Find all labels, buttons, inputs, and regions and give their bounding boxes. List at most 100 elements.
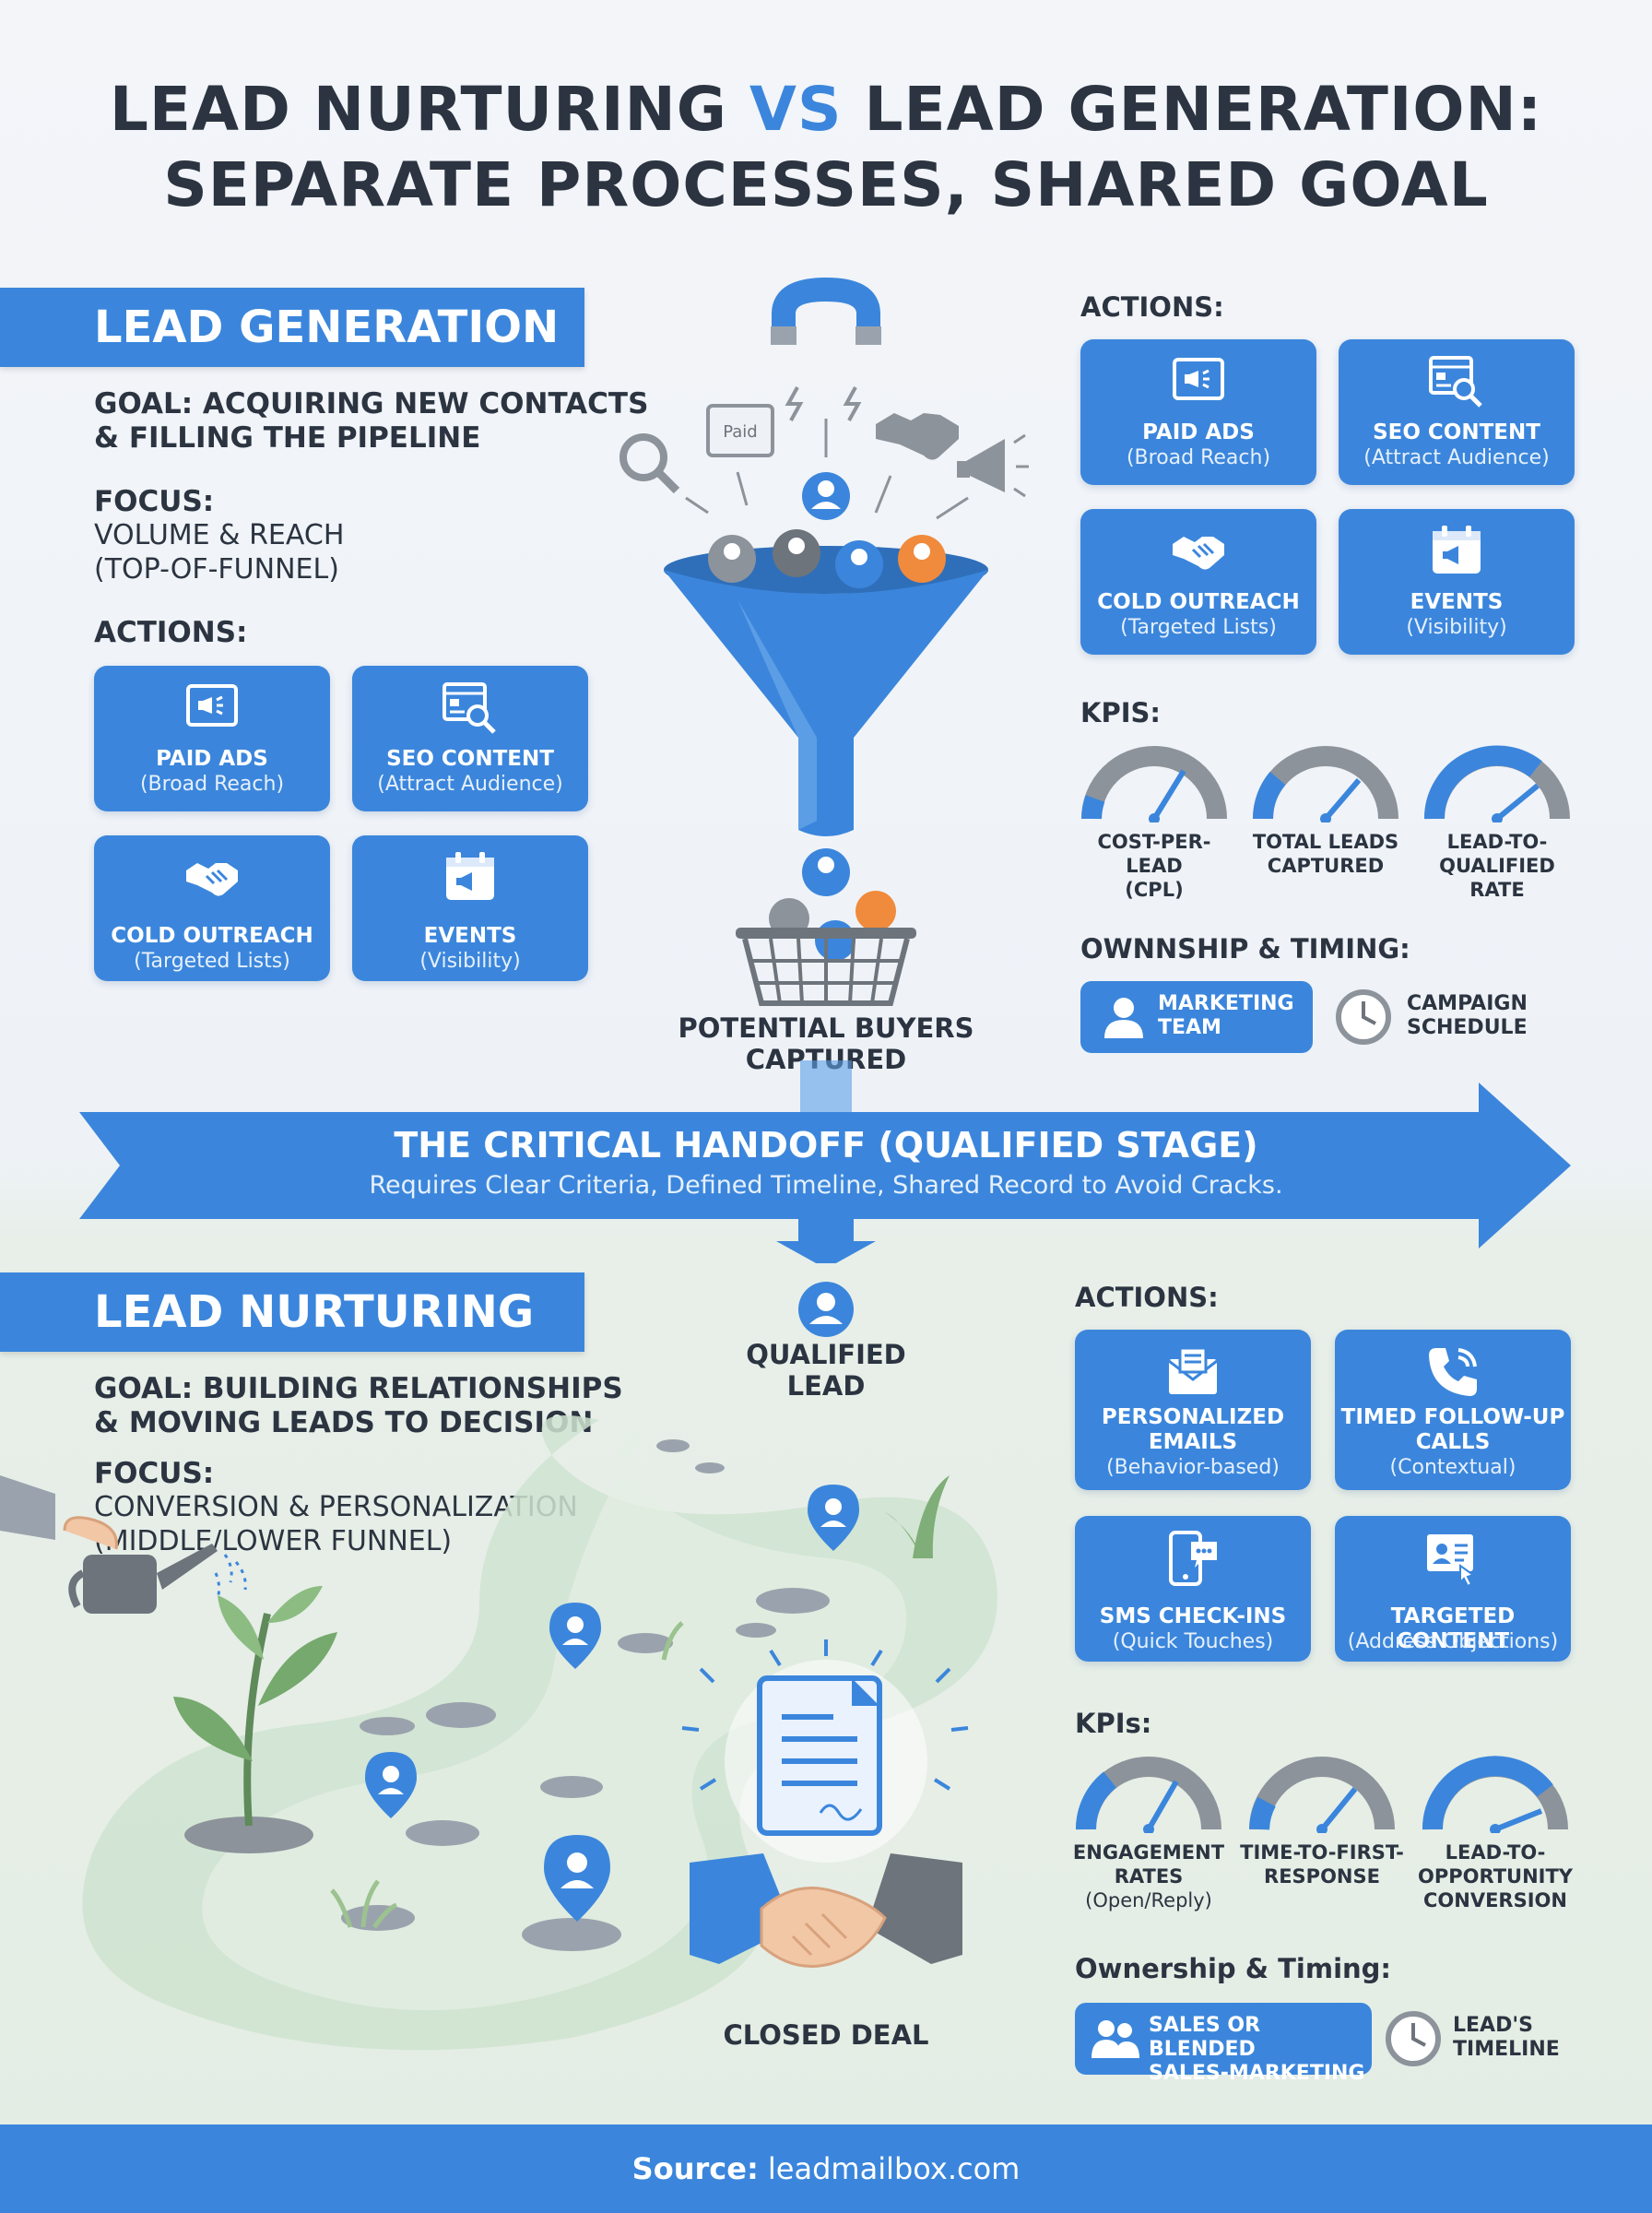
card-events: EVENTS (Visibility) (352, 835, 588, 981)
avatar-icon (802, 472, 850, 520)
card-title: SMS CHECK-INS (1099, 1604, 1287, 1628)
nurturing-goal-line2: & MOVING LEADS TO DECISION (94, 1406, 594, 1439)
paid-tag-label: Paid (723, 422, 758, 442)
handoff-arrow (79, 1060, 1571, 1263)
contract-document-icon (681, 1639, 969, 1863)
card-subtitle: (Address Objections) (1347, 1630, 1559, 1653)
card-subtitle: (Behavior-based) (1106, 1456, 1280, 1479)
people-group-icon (1092, 2020, 1139, 2058)
person-icon (1104, 998, 1143, 1038)
card-subtitle: (Attract Audience) (377, 773, 563, 796)
location-pin-icon (549, 1603, 601, 1669)
closing-handshake-icon (690, 1853, 962, 1968)
sms-phone-icon (1169, 1531, 1217, 1586)
kpi-label-line1: ENGAGEMENT (1072, 1841, 1225, 1864)
qualified-line1: QUALIFIED (746, 1339, 906, 1370)
generation-focus-label: FOCUS: (94, 485, 215, 518)
page-title: LEAD NURTURING VS LEAD GENERATION: SEPAR… (0, 72, 1652, 223)
kpi-label: COST-PER-LEAD(CPL) (1069, 830, 1239, 902)
kpi-label-line2: OPPORTUNITY (1417, 1865, 1573, 1888)
card-title-line1: PERSONALIZED (1101, 1405, 1285, 1429)
card-title: COLD OUTREACH (111, 924, 313, 948)
source-label: Source: (631, 2151, 759, 2186)
handshake-icon (186, 863, 238, 896)
generation-goal-line1: GOAL: ACQUIRING NEW CONTACTS (94, 387, 649, 420)
card-subtitle: (Broad Reach) (1126, 446, 1271, 469)
card-title-line1: TIMED FOLLOW-UP (1340, 1405, 1565, 1429)
nurturing-kpis-label: KPIs: (1075, 1708, 1152, 1739)
captured-avatar-1 (802, 848, 850, 896)
handshake-gray-icon (876, 413, 959, 460)
qualified-lead-label: QUALIFIED LEAD (688, 1339, 964, 1402)
timing-line1: CAMPAIGN (1407, 992, 1528, 1015)
kpi-label: TIME-TO-FIRST-RESPONSE (1237, 1840, 1407, 1888)
ad-screen-icon (186, 684, 238, 727)
location-pin-icon (365, 1752, 417, 1818)
envelope-icon (1168, 1346, 1218, 1394)
funnel-avatar-4 (898, 535, 946, 583)
phone-icon (1429, 1348, 1477, 1396)
nurturing-focus-line1: CONVERSION & PERSONALIZATION (94, 1491, 578, 1523)
card-title: SEO CONTENT (1373, 420, 1540, 444)
location-pin-icon (808, 1485, 859, 1551)
card-title: SEO CONTENT (386, 747, 554, 771)
card-events-right: EVENTS (Visibility) (1339, 509, 1575, 655)
card-cold-outreach-right: COLD OUTREACH (Targeted Lists) (1080, 509, 1316, 655)
gauge-icon (1252, 746, 1398, 822)
card-title-line2: EMAILS (1148, 1430, 1238, 1454)
generation-right-actions-label: ACTIONS: (1080, 291, 1224, 323)
owner-text-line1: SALES OR BLENDED (1149, 2014, 1261, 2061)
source-value[interactable]: leadmailbox.com (758, 2151, 1021, 2186)
card-paid-ads-right: PAID ADS (Broad Reach) (1080, 339, 1316, 485)
funnel-illustration: Paid (620, 277, 1029, 1006)
clock-icon (1336, 989, 1391, 1045)
owner-text-line1: MARKETING (1158, 992, 1294, 1015)
megaphone-icon (957, 433, 1029, 498)
magnet-icon (771, 277, 881, 345)
seo-magnifier-icon (1429, 356, 1482, 408)
captured-avatar-4 (815, 920, 856, 961)
card-subtitle: (Visibility) (1406, 616, 1507, 639)
funnel-caption-line1: POTENTIAL BUYERS (678, 1012, 974, 1044)
gauge-icon (1423, 745, 1570, 822)
generation-actions-label: ACTIONS: (94, 616, 248, 649)
kpi-label-line2: RESPONSE (1264, 1865, 1380, 1888)
timing-line2: TIMELINE (1453, 2038, 1560, 2061)
watering-can-icon (0, 1475, 247, 1614)
generation-ownership-label: OWNNSHIP & TIMING: (1080, 933, 1410, 964)
card-subtitle: (Attract Audience) (1363, 446, 1550, 469)
card-sms-check-ins: SMS CHECK-INS (Quick Touches) (1075, 1516, 1311, 1662)
owner-text-line2: SALES-MARKETING (1149, 2062, 1365, 2085)
handoff-subtitle: Requires Clear Criteria, Defined Timelin… (369, 1171, 1283, 1200)
timing-line2: SCHEDULE (1407, 1016, 1528, 1039)
kpi-time-to-first-response: TIME-TO-FIRST-RESPONSE (1237, 1754, 1407, 1888)
kpi-label-line3: CONVERSION (1423, 1889, 1567, 1911)
timing-line1: LEAD'S (1453, 2014, 1533, 2037)
generation-focus-line2: (TOP-OF-FUNNEL) (94, 553, 339, 586)
nurturing-focus-line2: (MIDDLE/LOWER FUNNEL) (94, 1525, 453, 1557)
card-title-line2: CALLS (1415, 1430, 1491, 1454)
kpi-label-line1: TIME-TO-FIRST- (1240, 1841, 1404, 1864)
card-subtitle: (Targeted Lists) (134, 950, 290, 973)
generation-focus-text: VOLUME & REACH (TOP-OF-FUNNEL) (94, 518, 344, 586)
calendar-megaphone-icon (1433, 526, 1481, 574)
gauge-icon (1075, 1757, 1221, 1833)
card-subtitle: (Broad Reach) (139, 773, 285, 796)
calendar-megaphone-icon (446, 852, 494, 900)
sprouting-plant-icon (173, 1586, 337, 1853)
nurturing-actions-label: ACTIONS: (1075, 1282, 1219, 1313)
nurturing-ownership-label: Ownership & Timing: (1075, 1953, 1392, 1984)
card-subtitle: (Contextual) (1389, 1456, 1516, 1479)
card-subtitle: (Visibility) (419, 950, 521, 973)
